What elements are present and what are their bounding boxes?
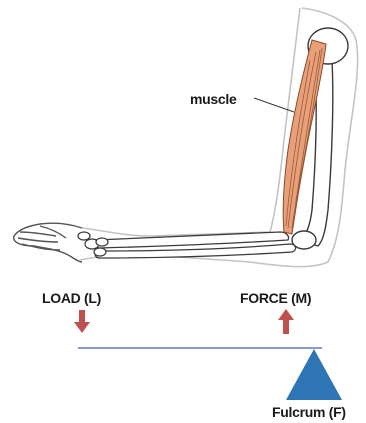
load-arrow xyxy=(74,310,90,333)
muscle-label: muscle xyxy=(190,91,236,107)
load-label: LOAD (L) xyxy=(42,290,101,306)
wrist-bones xyxy=(78,232,108,256)
force-arrow xyxy=(278,309,294,334)
hand-outline xyxy=(14,223,82,262)
fulcrum-label: Fulcrum (F) xyxy=(272,404,346,420)
force-label: FORCE (M) xyxy=(240,290,311,306)
fulcrum-triangle xyxy=(286,349,342,400)
forearm-bones xyxy=(94,232,296,258)
